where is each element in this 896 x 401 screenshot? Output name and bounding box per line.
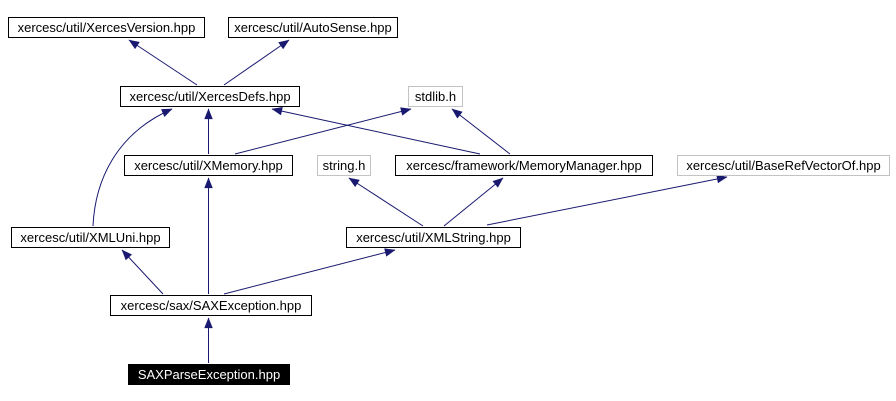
graph-node-xmluni[interactable]: xercesc/util/XMLUni.hpp xyxy=(11,227,170,248)
dependency-arrow-xercesdefs-to-autosense xyxy=(223,39,290,86)
graph-node-xmemory[interactable]: xercesc/util/XMemory.hpp xyxy=(124,155,293,176)
graph-node-saxparseexception: SAXParseException.hpp xyxy=(128,364,290,385)
graph-node-xmlstring[interactable]: xercesc/util/XMLString.hpp xyxy=(346,227,521,248)
graph-node-stringh: string.h xyxy=(317,155,371,176)
graph-node-saxexception[interactable]: xercesc/sax/SAXException.hpp xyxy=(110,295,312,316)
graph-node-memorymanager[interactable]: xercesc/framework/MemoryManager.hpp xyxy=(395,155,653,176)
dependency-arrow-memorymanager-to-xercesdefs xyxy=(271,106,481,155)
graph-node-stdlibh: stdlib.h xyxy=(408,86,463,107)
graph-node-xercesversion[interactable]: xercesc/util/XercesVersion.hpp xyxy=(8,17,205,38)
dependency-arrow-xmemory-to-stdlibh xyxy=(234,107,412,155)
dependency-arrow-xmlstring-to-stringh xyxy=(348,177,424,227)
dependency-arrow-memorymanager-to-stdlibh xyxy=(451,108,511,155)
dependency-arrow-xmlstring-to-baserefvectorof xyxy=(486,174,728,226)
dependency-edges xyxy=(92,39,728,363)
graph-node-baserefvectorof: xercesc/util/BaseRefVectorOf.hpp xyxy=(677,155,890,176)
graph-node-autosense[interactable]: xercesc/util/AutoSense.hpp xyxy=(228,17,398,38)
dependency-arrow-xercesdefs-to-xercesversion xyxy=(128,39,198,86)
dependency-arrow-xmluni-to-xercesdefs xyxy=(92,108,173,227)
dependency-arrow-saxexception-to-xmlstring xyxy=(223,248,396,295)
dependency-arrow-saxexception-to-xmluni xyxy=(121,249,164,295)
graph-node-xercesdefs[interactable]: xercesc/util/XercesDefs.hpp xyxy=(120,86,300,107)
dependency-arrow-xmlstring-to-memorymanager xyxy=(443,177,504,227)
